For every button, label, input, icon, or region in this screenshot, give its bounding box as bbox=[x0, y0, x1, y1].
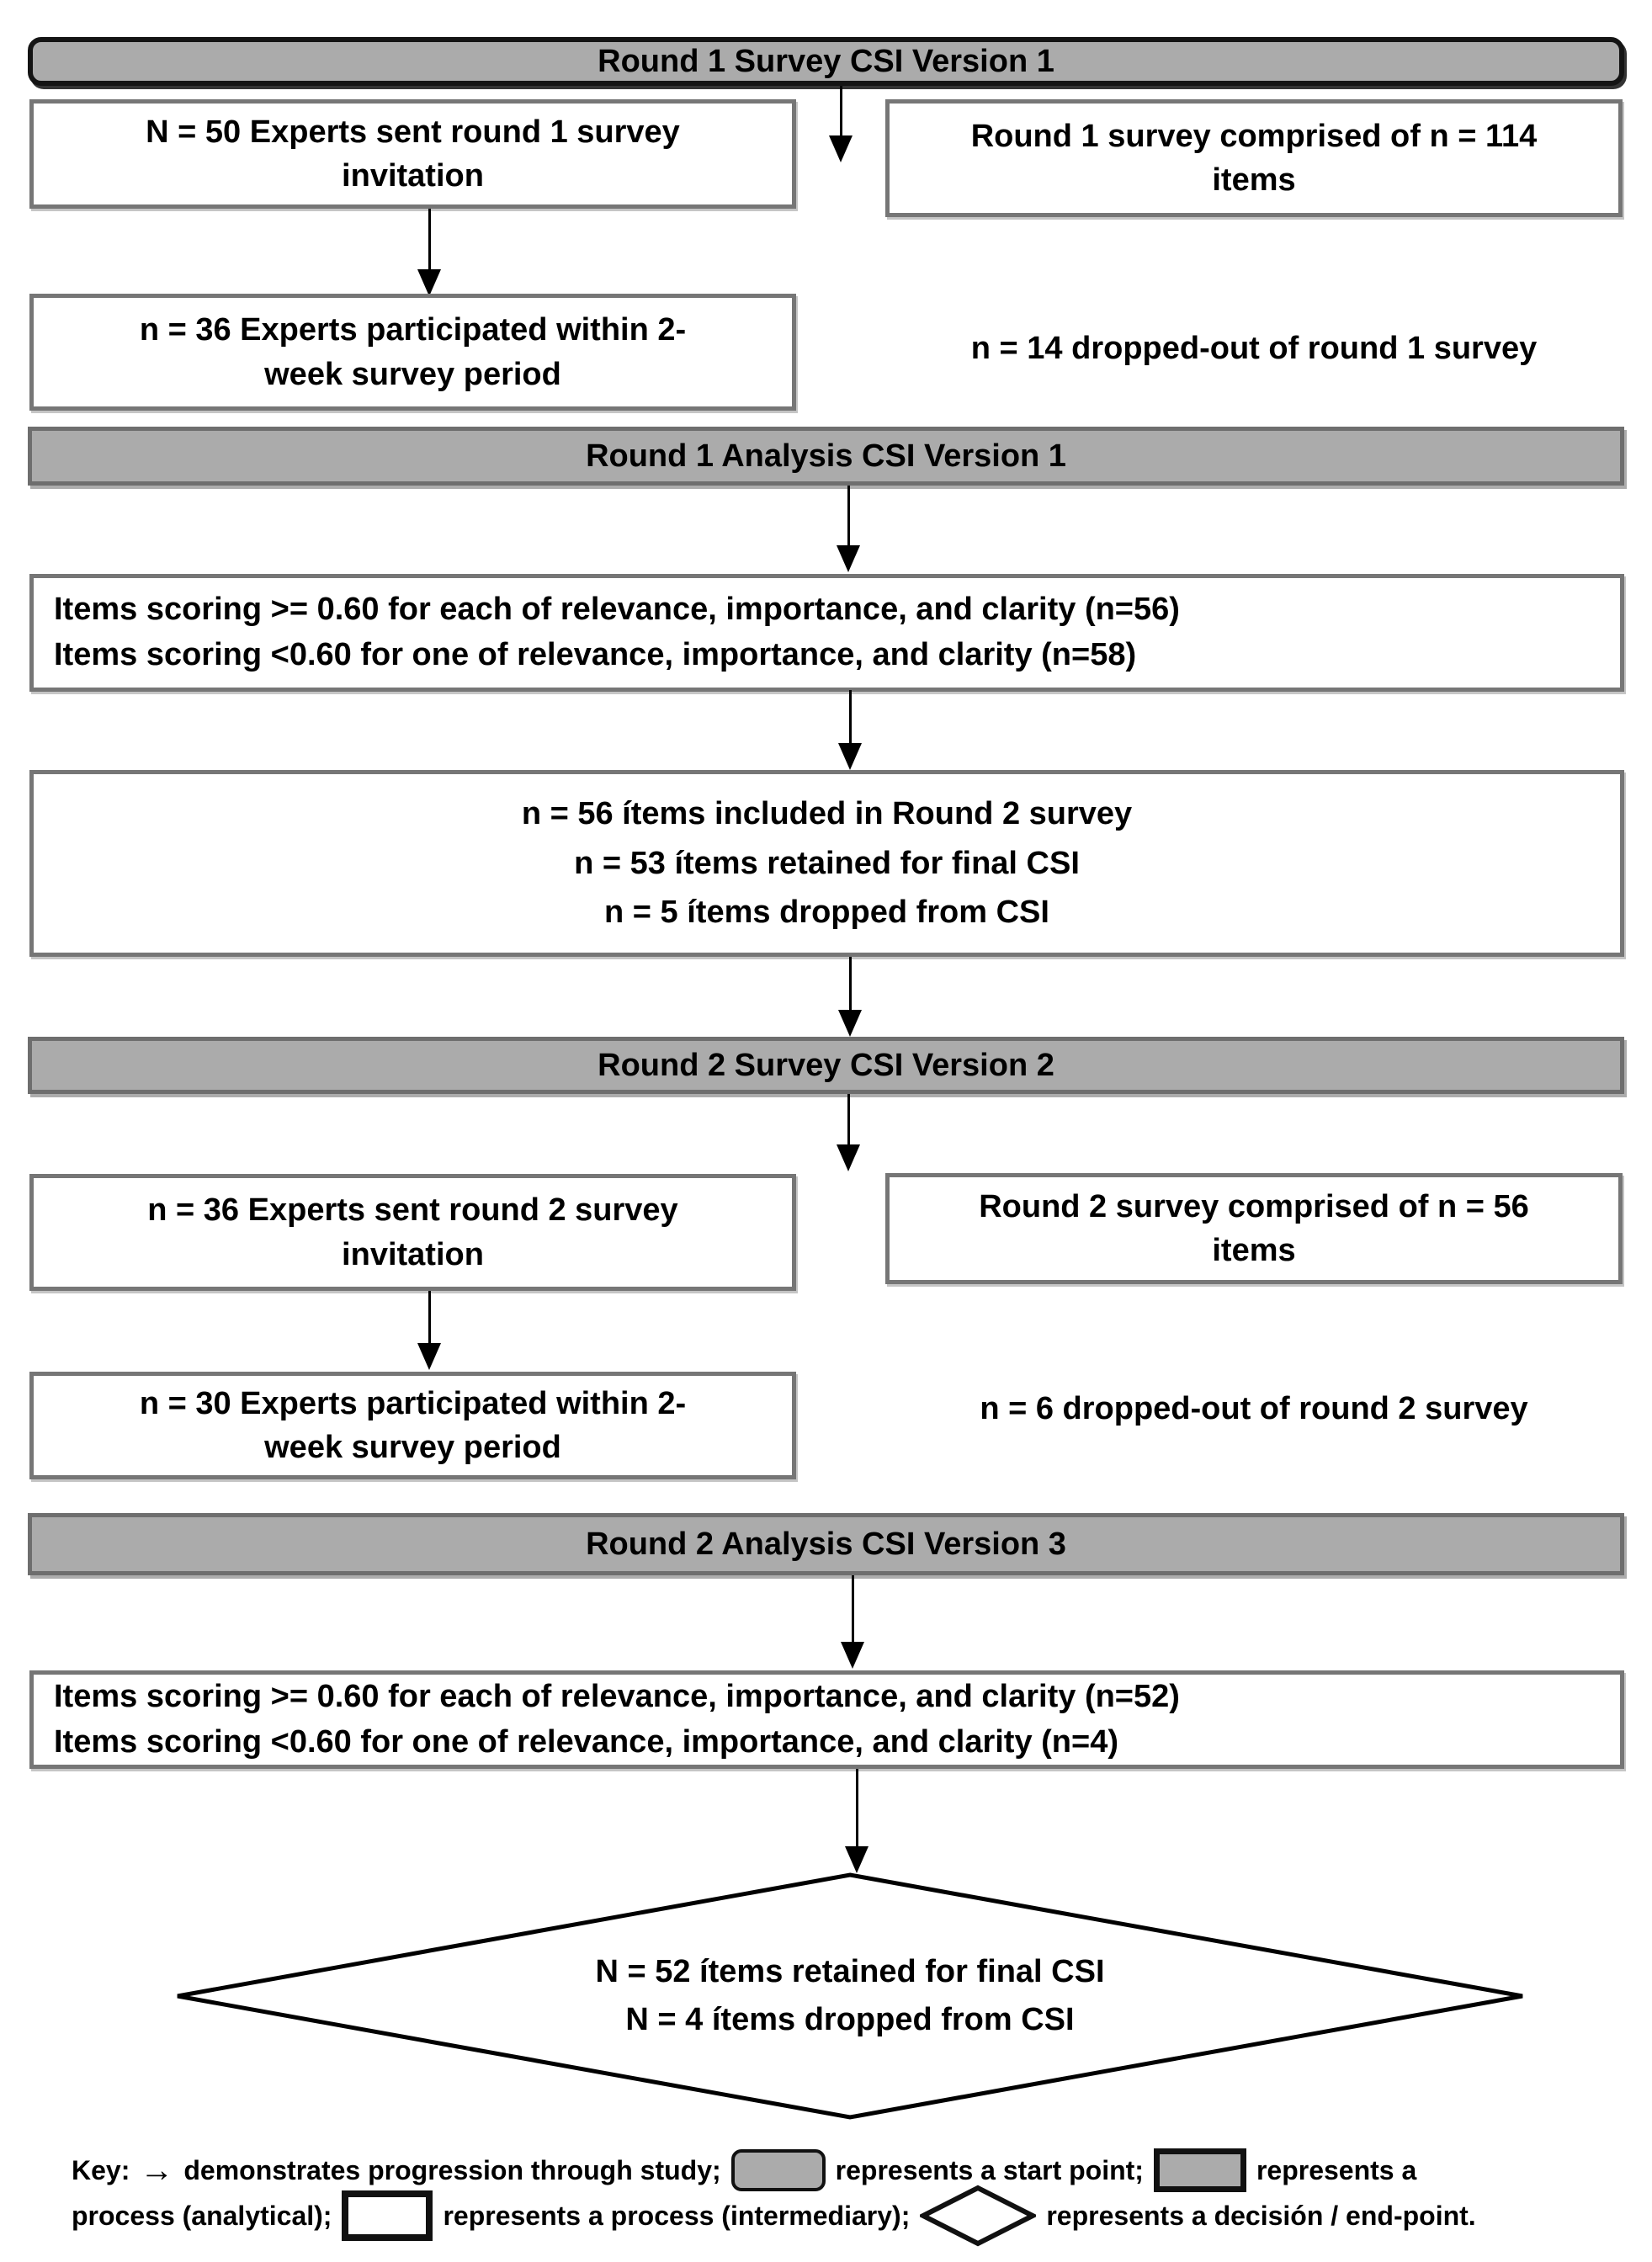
box-line: Items scoring <0.60 for one of relevance… bbox=[54, 637, 1137, 672]
box-line: items bbox=[1212, 1233, 1296, 1268]
box-r1-results: n = 56 ítems included in Round 2 survey … bbox=[29, 770, 1624, 957]
box-line: Round 1 survey comprised of n = 114 bbox=[970, 118, 1538, 154]
flow-arrow-r2-participated bbox=[417, 1291, 442, 1370]
box-line: n = 36 Experts participated within 2- bbox=[139, 312, 687, 348]
decision-endpoint-icon bbox=[920, 2185, 1037, 2247]
arrow-shaft bbox=[855, 1769, 858, 1848]
box-line: Items scoring >= 0.60 for each of releva… bbox=[54, 592, 1180, 628]
flow-arrow-r1-participated bbox=[417, 209, 442, 296]
flow-arrow-r2-scoring bbox=[840, 1575, 865, 1669]
header-round1-survey: Round 1 Survey CSI Version 1 bbox=[28, 37, 1624, 86]
arrow-shaft bbox=[847, 1094, 850, 1146]
arrow-shaft bbox=[839, 86, 842, 137]
flow-arrow-r2-header bbox=[837, 957, 863, 1037]
box-line: invitation bbox=[342, 1236, 484, 1272]
box-r2-scoring: Items scoring >= 0.60 for each of releva… bbox=[29, 1670, 1624, 1769]
box-r1-comprised: Round 1 survey comprised of n = 114 item… bbox=[885, 99, 1623, 217]
box-line: N = 4 ítems dropped from CSI bbox=[625, 2002, 1075, 2037]
box-line: Items scoring >= 0.60 for each of releva… bbox=[54, 1678, 1180, 1714]
arrow-head-icon bbox=[841, 1642, 864, 1669]
legend-arrow-meaning: demonstrates progression through study; bbox=[183, 2154, 721, 2185]
arrow-shaft bbox=[428, 1291, 431, 1345]
box-line: N = 52 ítems retained for final CSI bbox=[595, 1954, 1105, 1989]
legend-line-1: Key: → demonstrates progression through … bbox=[72, 2148, 1637, 2193]
box-r2-invitation: n = 36 Experts sent round 2 survey invit… bbox=[29, 1174, 796, 1291]
box-line: week survey period bbox=[264, 1430, 561, 1465]
flow-arrow-decision bbox=[844, 1769, 869, 1873]
header-round2-survey-label: Round 2 Survey CSI Version 2 bbox=[598, 1047, 1054, 1083]
decision-diamond: N = 52 ítems retained for final CSI N = … bbox=[173, 1872, 1527, 2121]
arrow-head-icon bbox=[837, 545, 860, 572]
flow-arrow-r1-results bbox=[837, 690, 863, 770]
arrow-shaft bbox=[428, 209, 431, 271]
box-line: invitation bbox=[342, 158, 484, 194]
legend-key-label: Key: bbox=[72, 2154, 130, 2185]
arrow-shaft bbox=[847, 486, 850, 547]
box-r2-participated: n = 30 Experts participated within 2- we… bbox=[29, 1372, 796, 1479]
box-line: Round 2 survey comprised of n = 56 bbox=[979, 1188, 1529, 1224]
box-line: n = 56 ítems included in Round 2 survey bbox=[521, 795, 1133, 831]
legend-start-meaning: represents a start point; bbox=[835, 2154, 1144, 2185]
label-r2-dropout: n = 6 dropped-out of round 2 survey bbox=[980, 1391, 1528, 1426]
header-round1-survey-label: Round 1 Survey CSI Version 1 bbox=[598, 43, 1054, 79]
box-line: N = 50 Experts sent round 1 survey bbox=[146, 114, 680, 150]
legend-analytical-meaning-start: process (analytical); bbox=[72, 2200, 332, 2231]
arrow-head-icon bbox=[845, 1846, 868, 1873]
flow-arrow-r1-scoring bbox=[836, 486, 861, 572]
analytical-process-icon bbox=[1153, 2148, 1246, 2192]
header-round2-survey: Round 2 Survey CSI Version 2 bbox=[28, 1037, 1624, 1094]
header-round2-analysis: Round 2 Analysis CSI Version 3 bbox=[28, 1513, 1624, 1575]
header-round2-analysis-label: Round 2 Analysis CSI Version 3 bbox=[586, 1526, 1066, 1562]
decision-diamond-shape bbox=[177, 1872, 1523, 2120]
arrow-head-icon bbox=[829, 135, 853, 162]
progression-arrow-icon: → bbox=[140, 2152, 174, 2189]
legend: Key: → demonstrates progression through … bbox=[72, 2148, 1637, 2247]
box-line: n = 36 Experts sent round 2 survey bbox=[147, 1192, 678, 1229]
arrow-head-icon bbox=[417, 269, 441, 296]
legend-line-2: process (analytical); represents a proce… bbox=[72, 2185, 1637, 2247]
box-line: n = 53 ítems retained for final CSI bbox=[574, 845, 1080, 881]
arrow-head-icon bbox=[837, 1144, 860, 1171]
arrow-shaft bbox=[851, 1575, 854, 1643]
label-r1-dropout: n = 14 dropped-out of round 1 survey bbox=[970, 331, 1538, 366]
box-line: n = 30 Experts participated within 2- bbox=[139, 1385, 687, 1421]
box-line: Items scoring <0.60 for one of relevance… bbox=[54, 1723, 1118, 1760]
legend-decision-meaning: represents a decisión / end-point. bbox=[1046, 2200, 1476, 2231]
box-r1-participated: n = 36 Experts participated within 2- we… bbox=[29, 294, 796, 411]
flow-arrow-r1-header bbox=[828, 86, 853, 162]
arrow-head-icon bbox=[838, 743, 862, 770]
start-point-icon bbox=[730, 2149, 826, 2191]
box-r2-comprised: Round 2 survey comprised of n = 56 items bbox=[885, 1173, 1623, 1284]
box-line: items bbox=[1212, 162, 1296, 198]
header-round1-analysis-label: Round 1 Analysis CSI Version 1 bbox=[586, 438, 1066, 474]
flow-arrow-r2-gap bbox=[836, 1094, 861, 1171]
intermediary-process-icon bbox=[342, 2190, 433, 2241]
arrow-shaft bbox=[848, 957, 852, 1012]
arrow-head-icon bbox=[838, 1010, 862, 1037]
box-line: week survey period bbox=[264, 356, 561, 392]
arrow-shaft bbox=[848, 690, 852, 745]
box-r1-invitation: N = 50 Experts sent round 1 survey invit… bbox=[29, 99, 796, 209]
box-r1-scoring: Items scoring >= 0.60 for each of releva… bbox=[29, 574, 1624, 692]
legend-intermediary-meaning: represents a process (intermediary); bbox=[443, 2200, 911, 2231]
header-round1-analysis: Round 1 Analysis CSI Version 1 bbox=[28, 427, 1624, 486]
box-line: n = 5 ítems dropped from CSI bbox=[604, 895, 1049, 931]
arrow-head-icon bbox=[417, 1343, 441, 1370]
legend-analytical-meaning-end: represents a bbox=[1256, 2154, 1417, 2185]
